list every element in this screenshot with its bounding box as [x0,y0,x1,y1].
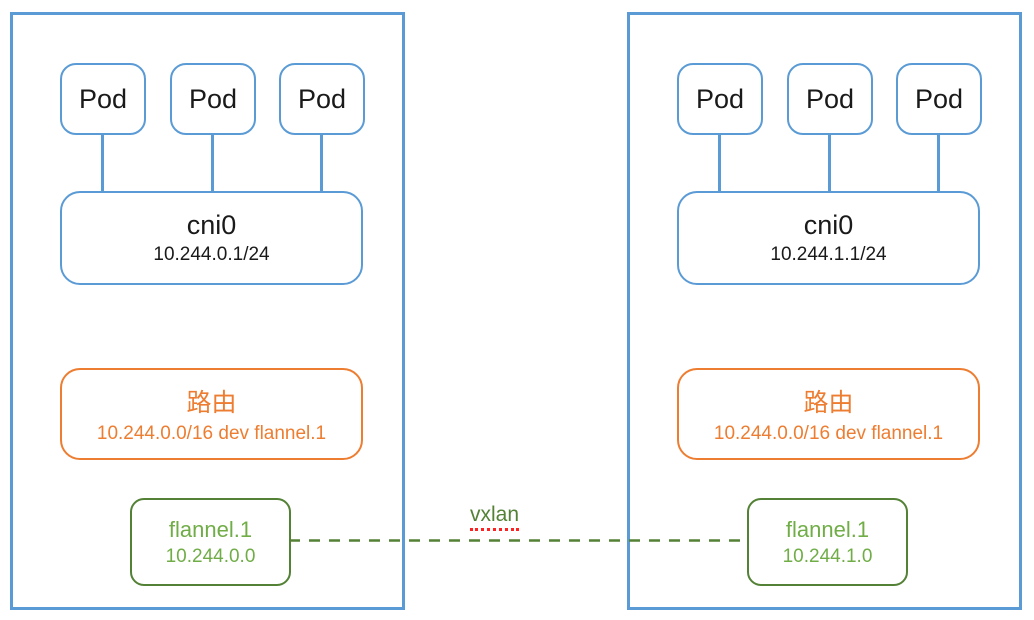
flannel-name: flannel.1 [785,516,870,542]
route-entry: 10.244.0.0/16 dev flannel.1 [96,423,327,444]
cni0-box: cni0 10.244.1.1/24 [677,191,980,285]
pod-box: Pod [170,63,256,135]
pod-cni0-connector [320,135,323,191]
pod-cni0-connector [211,135,214,191]
route-box: 路由 10.244.0.0/16 dev flannel.1 [60,368,363,460]
cni0-name: cni0 [186,210,237,240]
cni0-ip: 10.244.0.1/24 [153,244,270,265]
pod-label: Pod [188,83,238,114]
cni0-ip: 10.244.1.1/24 [770,244,887,265]
route-title: 路由 [186,389,237,417]
pod-label: Pod [805,83,855,114]
cni0-box: cni0 10.244.0.1/24 [60,191,363,285]
pod-cni0-connector [718,135,721,191]
flannel-box: flannel.1 10.244.1.0 [747,498,908,586]
pod-box: Pod [60,63,146,135]
route-entry: 10.244.0.0/16 dev flannel.1 [713,423,944,444]
pod-box: Pod [677,63,763,135]
node-1: Pod Pod Pod cni0 10.244.0.1/24 路由 10.244… [10,12,405,610]
pod-cni0-connector [937,135,940,191]
cni0-name: cni0 [803,210,854,240]
pod-cni0-connector [101,135,104,191]
pod-box: Pod [787,63,873,135]
flannel-ip: 10.244.0.0 [165,545,256,567]
flannel-ip: 10.244.1.0 [782,545,873,567]
vxlan-tunnel-line [289,539,744,542]
route-title: 路由 [803,389,854,417]
flannel-name: flannel.1 [168,516,253,542]
pod-label: Pod [695,83,745,114]
pod-cni0-connector [828,135,831,191]
flannel-box: flannel.1 10.244.0.0 [130,498,291,586]
node-2: Pod Pod Pod cni0 10.244.1.1/24 路由 10.244… [627,12,1022,610]
pod-box: Pod [896,63,982,135]
pod-label: Pod [914,83,964,114]
vxlan-label: vxlan [470,503,520,532]
pod-label: Pod [297,83,347,114]
pod-box: Pod [279,63,365,135]
pod-label: Pod [78,83,128,114]
route-box: 路由 10.244.0.0/16 dev flannel.1 [677,368,980,460]
